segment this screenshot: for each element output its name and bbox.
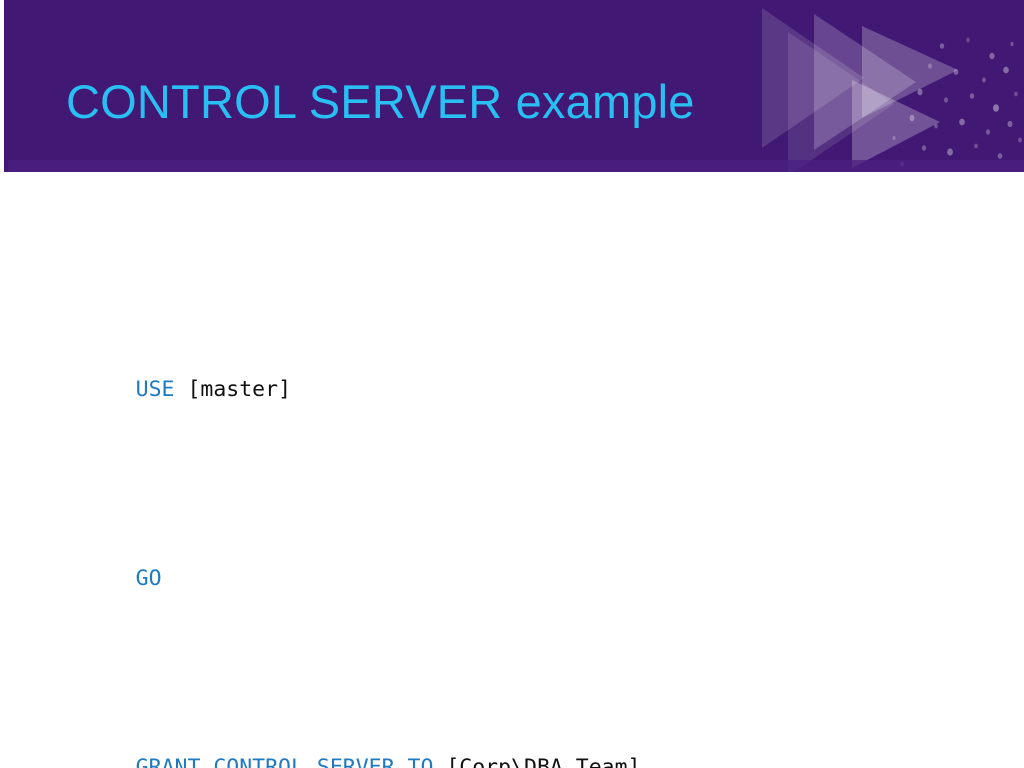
header-triangles-graphic (744, 0, 1024, 172)
sql-keyword: GO (135, 566, 162, 592)
sql-identifier: [master] (174, 377, 292, 403)
page-title: CONTROL SERVER example (66, 75, 695, 128)
dot-field (892, 37, 1022, 167)
triangle-back-left-lower (788, 32, 894, 172)
code-line: GRANT CONTROL SERVER TO [Corp\DBA_Team] (58, 712, 988, 768)
sql-identifier: [Corp\DBA_Team] (433, 755, 641, 768)
sql-code-block: USE [master] GO GRANT CONTROL SERVER TO … (58, 258, 988, 768)
triangle-group (762, 8, 958, 172)
code-line: GO (58, 523, 988, 636)
header-accent-strip (8, 160, 1024, 172)
slide-header-band: CONTROL SERVER example (4, 0, 1024, 172)
triangle-decoration-svg (762, 8, 1022, 172)
triangle-back-left (762, 8, 864, 148)
sql-keyword: GRANT CONTROL SERVER TO (135, 755, 434, 768)
triangle-front-upper (862, 26, 958, 118)
sql-keyword: USE (135, 377, 175, 403)
triangle-mid (814, 14, 916, 150)
code-line: USE [master] (58, 334, 988, 447)
triangle-front-lower (852, 80, 940, 168)
